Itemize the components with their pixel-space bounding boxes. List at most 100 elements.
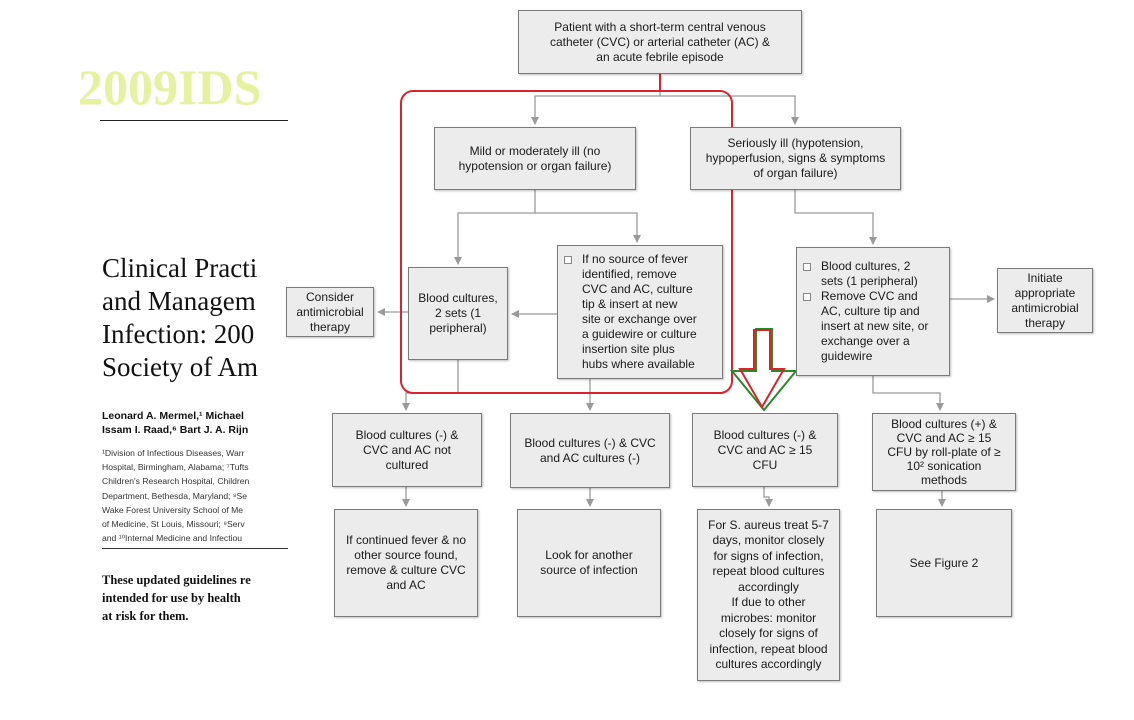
r4-line: 10² sonication <box>906 459 982 473</box>
r1-line: CVC and AC not <box>362 442 452 457</box>
initiate-line: antimicrobial <box>1011 300 1079 315</box>
summary-line: intended for use by health <box>102 591 241 605</box>
no-source-box: If no source of fever identified, remove… <box>557 245 723 379</box>
o4-line: See Figure 2 <box>909 555 979 570</box>
bc-serious-line: AC, culture tip and <box>821 304 920 318</box>
summary-line: at risk for them. <box>102 609 189 623</box>
summary-line: These updated guidelines re <box>102 573 251 587</box>
r3-line: CVC and AC ≥ 15 <box>717 442 813 457</box>
initiate-therapy-box: Initiate appropriate antimicrobial thera… <box>997 268 1093 333</box>
r3-line: CFU <box>752 457 778 472</box>
paper-heading-line: Infection: 200 <box>102 319 255 349</box>
result-positive-box: Blood cultures (+) & CVC and AC ≥ 15 CFU… <box>872 413 1016 491</box>
paper-authors: Leonard A. Mermel,¹ Michael Issam I. Raa… <box>102 409 292 437</box>
serious-line: Seriously ill (hypotension, <box>727 136 864 150</box>
consider-therapy-box: Consider antimicrobial therapy <box>286 287 374 337</box>
no-source-line: hubs where available <box>582 357 695 371</box>
consider-line: Consider <box>305 289 355 304</box>
outcome-see-figure-box: See Figure 2 <box>876 509 1012 617</box>
affiliation-line: Wake Forest University School of Me <box>102 504 244 515</box>
serious-ill-box: Seriously ill (hypotension, hypoperfusio… <box>690 127 901 190</box>
o2-line: source of infection <box>540 563 638 577</box>
o2-line: Look for another <box>545 548 633 562</box>
author-line: Leonard A. Mermel,¹ Michael <box>102 410 244 422</box>
r1-line: Blood cultures (-) & <box>355 427 459 442</box>
consider-line: antimicrobial <box>296 304 364 319</box>
serious-line: of organ failure) <box>753 166 838 180</box>
result-cfu-box: Blood cultures (-) & CVC and AC ≥ 15 CFU <box>692 413 838 487</box>
r4-line: CFU by roll-plate of ≥ <box>887 445 1001 459</box>
o1-line: and AC <box>386 578 426 592</box>
outcome-remove-culture-box: If continued fever & no other source fou… <box>334 509 478 617</box>
start-line: Patient with a short-term central venous <box>554 19 766 34</box>
affiliation-divider <box>102 548 290 549</box>
bc-mild-line: Blood cultures, <box>418 291 498 305</box>
blood-cultures-serious-box: Blood cultures, 2 sets (1 peripheral) Re… <box>796 247 950 376</box>
o1-line: other source found, <box>354 548 458 562</box>
author-line: Issam I. Raad,⁶ Bart J. A. Rijn <box>102 424 249 436</box>
bc-serious-item: Remove CVC and AC, culture tip and inser… <box>803 289 928 364</box>
r3-line: Blood cultures (-) & <box>713 427 817 442</box>
paper-heading-line: and Managem <box>102 286 256 316</box>
o3-line: For S. aureus treat 5-7 <box>708 517 829 532</box>
mild-line: Mild or moderately ill (no <box>469 143 601 158</box>
bc-mild-line: peripheral) <box>429 321 487 335</box>
slide-title: 2009IDS <box>78 59 262 115</box>
affiliation-line: Children's Research Hospital, Children <box>102 476 250 487</box>
checkbox-icon <box>803 293 811 301</box>
no-source-item: If no source of fever identified, remove… <box>564 252 697 372</box>
outcome-treatment-box: For S. aureus treat 5-7 days, monitor cl… <box>697 509 840 681</box>
mild-ill-box: Mild or moderately ill (no hypotension o… <box>434 127 636 190</box>
affiliation-line: and ¹⁰Internal Medicine and Infectiou <box>102 533 243 544</box>
mild-line: hypotension or organ failure) <box>458 158 612 173</box>
r2-line: and AC cultures (-) <box>539 450 641 465</box>
blood-cultures-mild-box: Blood cultures, 2 sets (1 peripheral) <box>408 267 508 360</box>
no-source-line: tip & insert at new <box>582 297 678 311</box>
start-line: an acute febrile episode <box>596 49 724 64</box>
o3-line: closely for signs of <box>719 626 818 640</box>
paper-summary: These updated guidelines re intended for… <box>102 571 292 625</box>
o3-line: If due to other <box>731 595 806 609</box>
title-divider <box>100 120 288 121</box>
bc-serious-line: exchange over a <box>821 334 910 348</box>
checkbox-icon <box>564 256 572 264</box>
affiliation-line: Hospital, Birmingham, Alabama; ⁷Tufts <box>102 462 249 473</box>
bc-serious-line: Blood cultures, 2 <box>821 259 911 273</box>
result-not-cultured-box: Blood cultures (-) & CVC and AC not cult… <box>332 413 482 487</box>
paper-affiliations: ¹Division of Infectious Diseases, Warr H… <box>102 446 292 545</box>
bc-serious-line: sets (1 peripheral) <box>821 274 918 288</box>
o3-line: for signs of infection, <box>713 548 824 563</box>
r4-line: methods <box>920 473 968 487</box>
initiate-line: therapy <box>1024 315 1066 330</box>
o3-line: accordingly <box>738 579 799 594</box>
bc-mild-line: 2 sets (1 <box>434 306 482 320</box>
o3-line: days, monitor closely <box>712 533 825 547</box>
paper-heading-line: Society of Am <box>102 352 258 382</box>
r1-line: cultured <box>385 457 429 472</box>
o1-line: remove & culture CVC <box>346 563 466 577</box>
start-line: catheter (CVC) or arterial catheter (AC)… <box>549 34 771 49</box>
paper-heading: Clinical Practi and Managem Infection: 2… <box>102 252 292 384</box>
affiliation-line: ¹Division of Infectious Diseases, Warr <box>102 448 245 458</box>
no-source-line: CVC and AC, culture <box>582 282 693 296</box>
no-source-line: site or exchange over <box>582 312 697 326</box>
consider-line: therapy <box>309 319 351 334</box>
o3-line: microbes: monitor <box>720 610 817 625</box>
initiate-line: appropriate <box>1014 285 1076 300</box>
bc-serious-line: guidewire <box>821 349 873 363</box>
affiliation-line: of Medicine, St Louis, Missouri; ⁹Serv <box>102 519 245 530</box>
r4-line: Blood cultures (+) & <box>891 417 997 431</box>
bc-serious-line: Remove CVC and <box>821 289 918 303</box>
start-box: Patient with a short-term central venous… <box>518 10 802 74</box>
o1-line: If continued fever & no <box>345 533 467 547</box>
o3-line: cultures accordingly <box>715 657 822 671</box>
r2-line: Blood cultures (-) & CVC <box>524 435 656 450</box>
o3-line: infection, repeat blood <box>709 641 828 656</box>
no-source-line: If no source of fever <box>582 252 689 266</box>
bc-serious-line: insert at new site, or <box>821 319 929 333</box>
checkbox-icon <box>803 263 811 271</box>
paper-heading-line: Clinical Practi <box>102 253 258 283</box>
no-source-line: identified, remove <box>582 267 677 281</box>
outcome-another-source-box: Look for another source of infection <box>517 509 661 617</box>
o3-line: repeat blood cultures <box>712 564 825 578</box>
